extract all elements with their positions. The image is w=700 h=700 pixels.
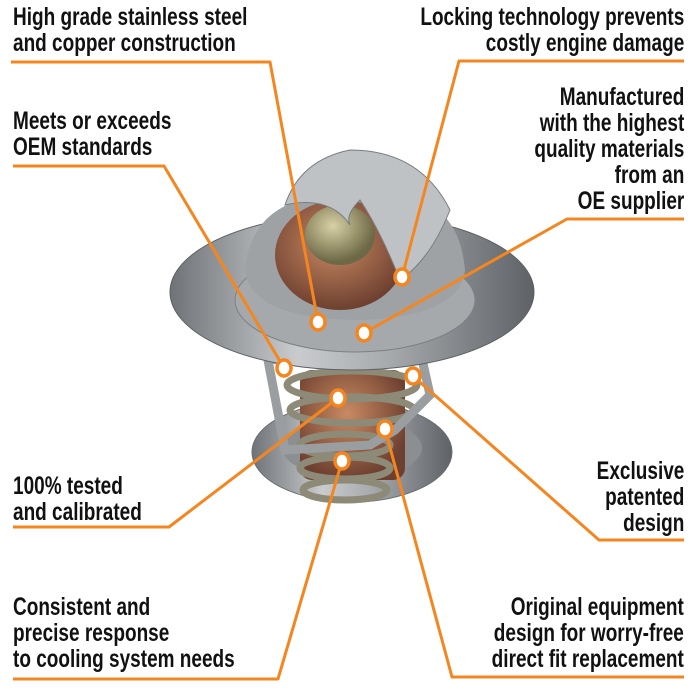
leader-line-manufactured xyxy=(363,217,684,335)
callout-line: 100% tested xyxy=(13,472,123,500)
callout-dot-oem xyxy=(275,358,293,378)
callout-line: patented xyxy=(604,483,684,511)
callout-dot-response xyxy=(333,451,351,471)
callout-line: OEM standards xyxy=(13,133,153,161)
leader-line-fit xyxy=(383,428,684,679)
callout-locking: Locking technology prevents costly engin… xyxy=(420,4,684,56)
callout-line: quality materials xyxy=(534,135,684,163)
callout-line: with the highest xyxy=(539,109,684,137)
leader-line-materials xyxy=(11,60,320,323)
callout-line: and calibrated xyxy=(13,498,142,526)
callout-line: design xyxy=(622,509,684,537)
callout-materials: High grade stainless steel and copper co… xyxy=(13,4,247,56)
callout-line: Exclusive xyxy=(596,457,684,485)
callout-response: Consistent and precise response to cooli… xyxy=(13,594,235,672)
callout-line: direct fit replacement xyxy=(491,645,684,673)
callout-dot-materials xyxy=(309,312,327,332)
callout-line: Meets or exceeds xyxy=(13,107,172,135)
callout-line: and copper construction xyxy=(13,29,236,57)
callout-tested: 100% tested and calibrated xyxy=(13,473,142,525)
leader-line-tested xyxy=(13,396,339,529)
brass-pellet xyxy=(305,205,375,265)
callout-patented: Exclusive patented design xyxy=(596,458,684,536)
leader-line-oem xyxy=(13,164,286,369)
callout-dot-tested xyxy=(329,388,347,408)
callout-line: design for worry-free xyxy=(493,619,684,647)
callout-line: Consistent and xyxy=(13,593,151,621)
callout-manufactured: Manufactured with the highest quality ma… xyxy=(534,84,684,214)
callout-dot-fit xyxy=(376,419,394,439)
callout-line: from an xyxy=(614,161,684,189)
callout-line: Original equipment xyxy=(510,593,684,621)
callout-oem: Meets or exceeds OEM standards xyxy=(13,108,171,160)
callout-dot-patented xyxy=(404,366,422,386)
callout-line: OE supplier xyxy=(577,187,684,215)
callout-line: to cooling system needs xyxy=(13,645,235,673)
callout-line: costly engine damage xyxy=(485,29,684,57)
callout-dot-manufactured xyxy=(355,323,373,343)
leader-line-patented xyxy=(412,374,684,542)
leader-line-response xyxy=(13,460,344,681)
callout-fit: Original equipment design for worry-free… xyxy=(492,594,684,672)
callout-line: Locking technology prevents xyxy=(420,3,684,31)
callout-dot-locking xyxy=(393,267,411,287)
callout-line: High grade stainless steel xyxy=(13,3,248,31)
callout-line: precise response xyxy=(13,619,170,647)
callout-line: Manufactured xyxy=(559,83,684,111)
leader-line-locking xyxy=(400,59,684,278)
